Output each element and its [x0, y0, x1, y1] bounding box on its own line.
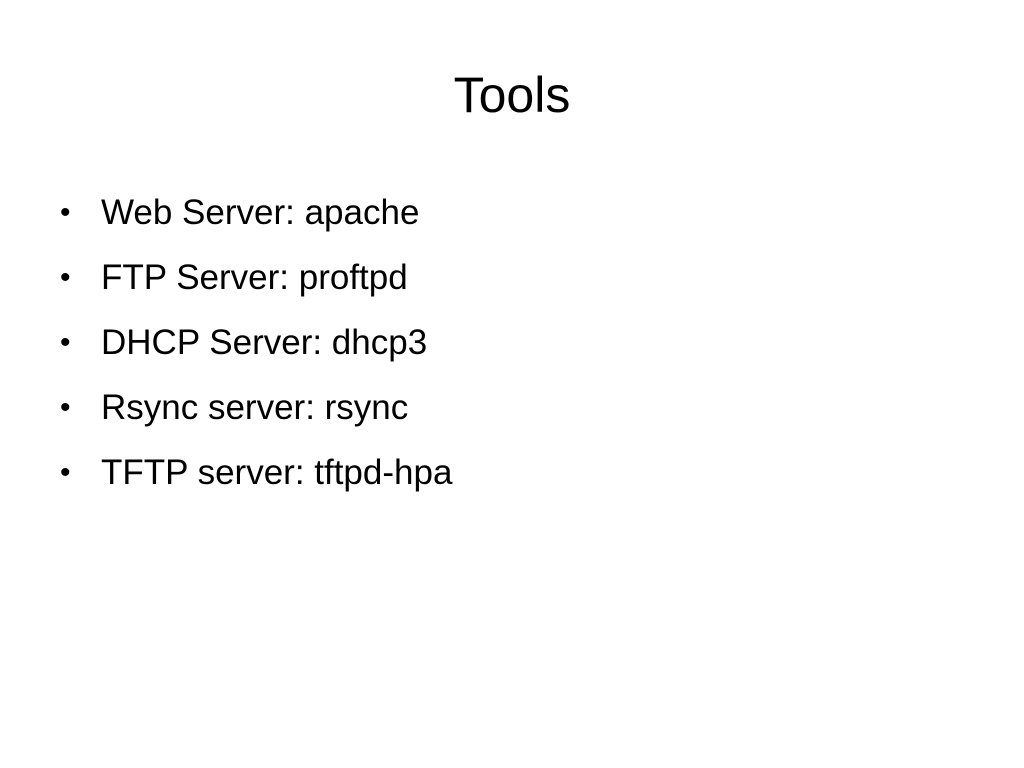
list-item: • FTP Server: proftpd: [56, 249, 956, 314]
list-item-text: TFTP server: tftpd-hpa: [101, 453, 453, 492]
list-item-text: DHCP Server: dhcp3: [101, 323, 428, 362]
bullet-icon: •: [60, 391, 71, 424]
list-item-text: Rsync server: rsync: [101, 388, 409, 427]
bullet-icon: •: [60, 196, 71, 229]
slide-title: Tools: [453, 67, 571, 123]
bullet-icon: •: [60, 261, 71, 294]
list-item-text: Web Server: apache: [101, 193, 420, 232]
list-item: • Web Server: apache: [56, 184, 956, 249]
bullet-icon: •: [60, 456, 71, 489]
list-item-text: FTP Server: proftpd: [101, 258, 408, 297]
bullet-icon: •: [60, 326, 71, 359]
list-item: • Rsync server: rsync: [56, 379, 956, 444]
list-item: • TFTP server: tftpd-hpa: [56, 444, 956, 509]
bullet-list: • Web Server: apache • FTP Server: proft…: [56, 184, 956, 509]
list-item: • DHCP Server: dhcp3: [56, 314, 956, 379]
